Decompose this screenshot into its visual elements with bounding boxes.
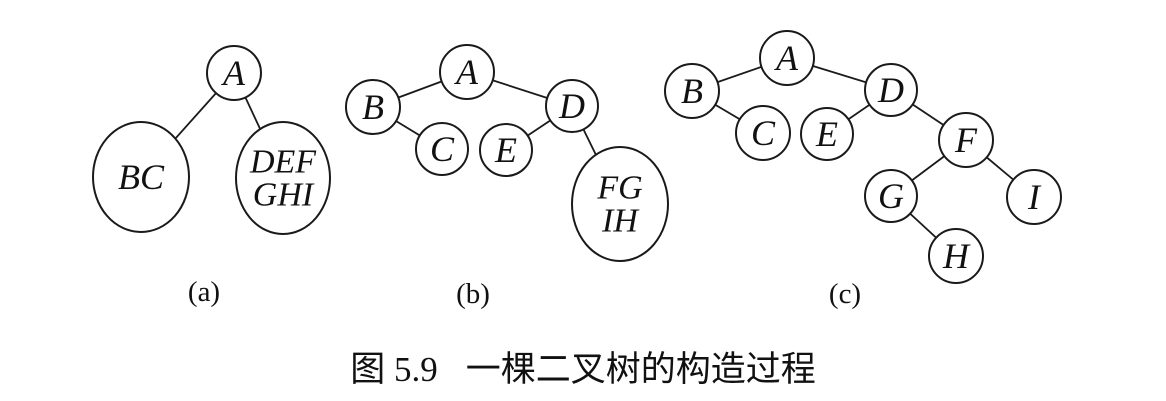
tree-node-i	[1006, 169, 1062, 225]
tree-node-bc	[92, 121, 190, 233]
subfigure-label-c: (c)	[829, 278, 861, 310]
tree-node-h	[928, 228, 984, 284]
tree-node-defghi	[235, 121, 331, 235]
tree-node-g	[864, 169, 918, 223]
tree-node-b	[664, 63, 720, 119]
node-label-g: G	[878, 176, 904, 216]
tree-node-d	[545, 79, 599, 133]
tree-node-d	[864, 63, 918, 117]
tree-node-b	[345, 79, 401, 135]
node-label-a: A	[221, 53, 246, 93]
node-label-a: A	[454, 52, 479, 92]
subfigure-label-a: (a)	[188, 276, 220, 308]
subfigure-label-b: (b)	[456, 278, 490, 310]
tree-node-c	[415, 122, 469, 176]
node-label-b: B	[681, 71, 703, 111]
node-label-d: D	[877, 70, 904, 110]
node-label-e: E	[815, 114, 838, 154]
node-label-a: A	[774, 38, 799, 78]
node-label-e: E	[494, 130, 517, 170]
tree-node-a	[206, 45, 262, 101]
node-label-b: B	[362, 87, 384, 127]
figure-number: 图 5.9	[350, 350, 438, 389]
figure-caption: 图 5.9 一棵二叉树的构造过程	[0, 341, 1166, 392]
node-label-d: D	[558, 86, 585, 126]
tree-node-c	[735, 105, 791, 161]
tree-node-fgih	[571, 146, 669, 262]
tree-node-a	[439, 44, 495, 100]
tree-node-a	[759, 30, 815, 86]
tree-node-e	[479, 123, 533, 177]
node-label-i: I	[1027, 177, 1042, 217]
node-label-c: C	[751, 113, 776, 153]
tree-node-f	[938, 112, 994, 168]
node-label-c: C	[430, 129, 455, 169]
figure-title: 一棵二叉树的构造过程	[465, 350, 816, 389]
node-label-bc: BC	[118, 157, 165, 197]
node-label-f: F	[954, 120, 978, 160]
tree-node-e	[800, 107, 854, 161]
node-label-h: H	[942, 236, 971, 276]
